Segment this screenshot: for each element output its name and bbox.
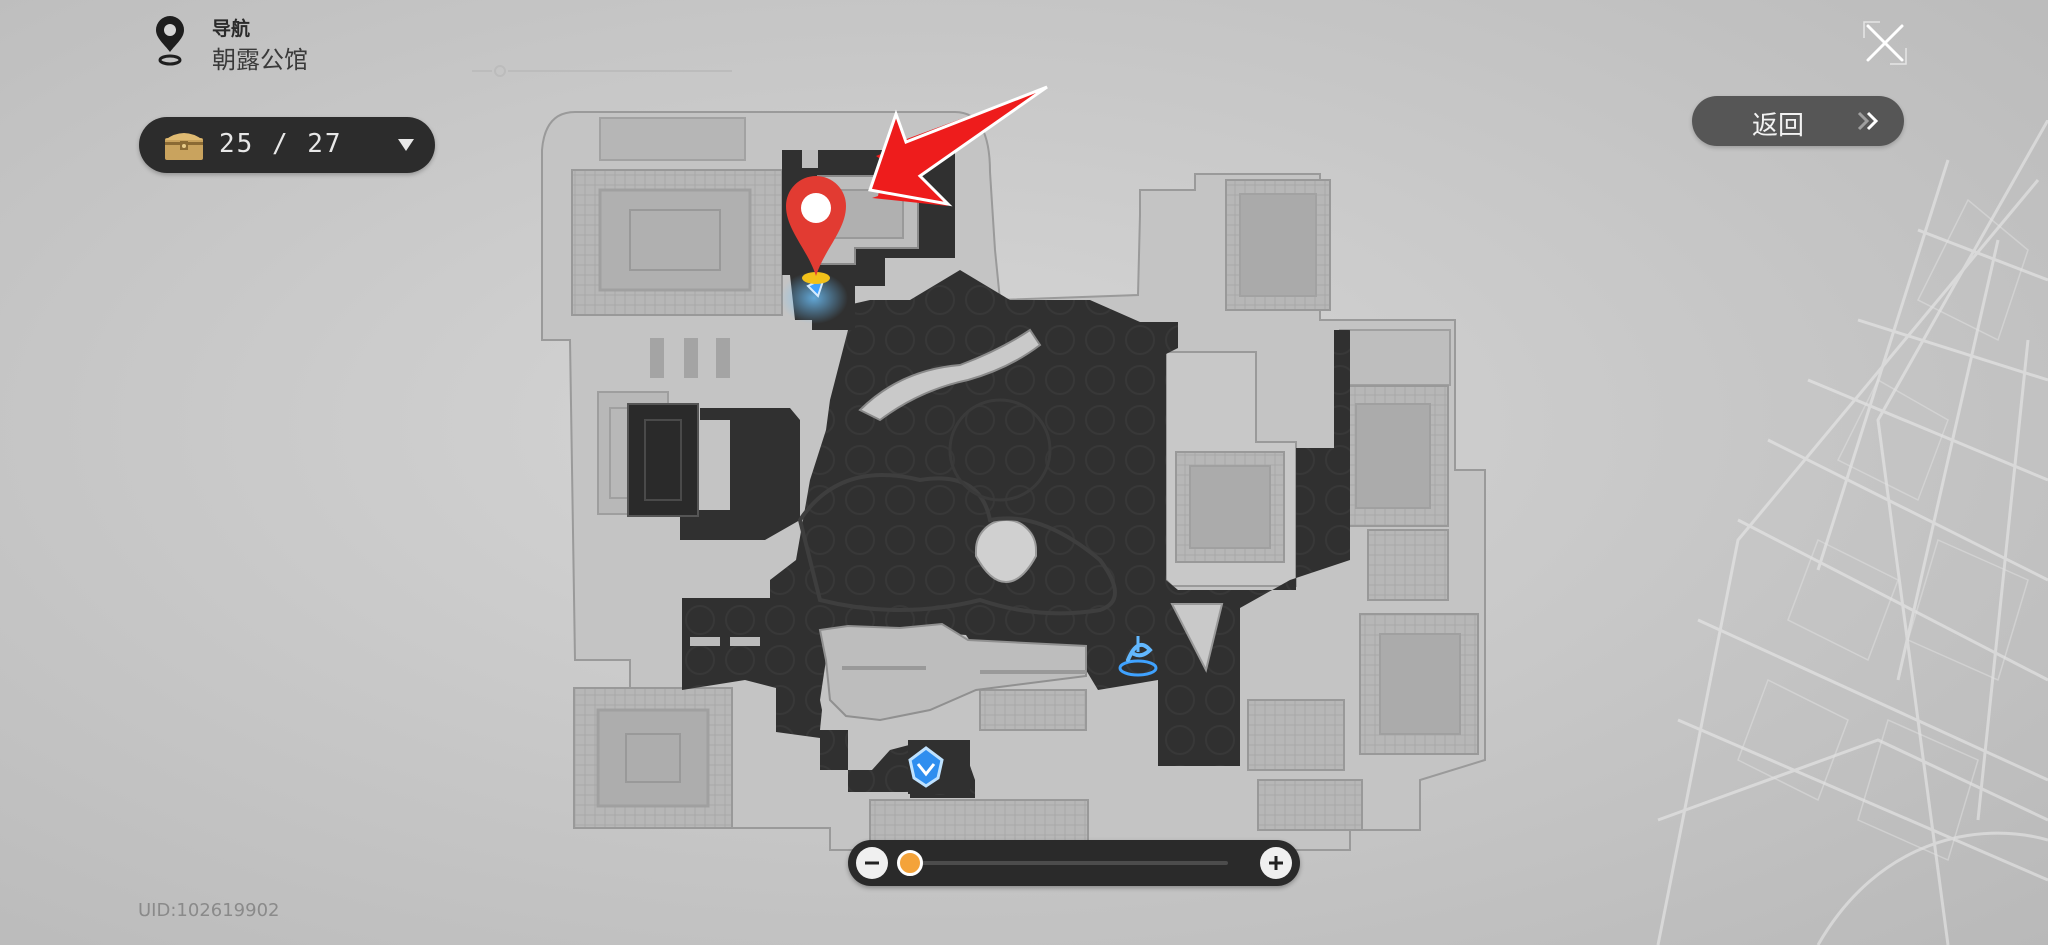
space-anchor-icon[interactable] <box>1118 636 1158 677</box>
plus-icon <box>1269 856 1283 870</box>
double-chevron-right-icon <box>1857 111 1879 131</box>
zoom-out-button[interactable] <box>856 847 888 879</box>
header-divider <box>472 65 732 77</box>
treasure-counter-dropdown[interactable]: 25 / 27 <box>139 117 435 173</box>
crest-waypoint-icon[interactable] <box>908 746 944 788</box>
zoom-slider-handle[interactable] <box>897 850 923 876</box>
back-button[interactable]: 返回 <box>1692 96 1904 146</box>
treasure-chest-icon <box>165 133 203 160</box>
treasure-count: 25 / 27 <box>219 129 343 159</box>
map-pin-icon <box>156 16 184 66</box>
uid-label: UID:102619902 <box>138 900 280 921</box>
location-name: 朝露公馆 <box>212 46 308 74</box>
navigation-label: 导航 <box>212 18 251 40</box>
zoom-slider[interactable] <box>897 850 1228 876</box>
red-arrow-annotation <box>868 85 1048 207</box>
back-button-label: 返回 <box>1752 111 1805 141</box>
zoom-control <box>848 840 1300 886</box>
location-pin-icon[interactable] <box>786 176 846 284</box>
city-street-background <box>1656 120 2048 945</box>
close-icon[interactable] <box>1860 18 1910 68</box>
zoom-in-button[interactable] <box>1260 847 1292 879</box>
triangle-down-icon <box>398 139 414 151</box>
minus-icon <box>865 861 879 865</box>
navigation-header: 导航 朝露公馆 <box>152 14 732 77</box>
